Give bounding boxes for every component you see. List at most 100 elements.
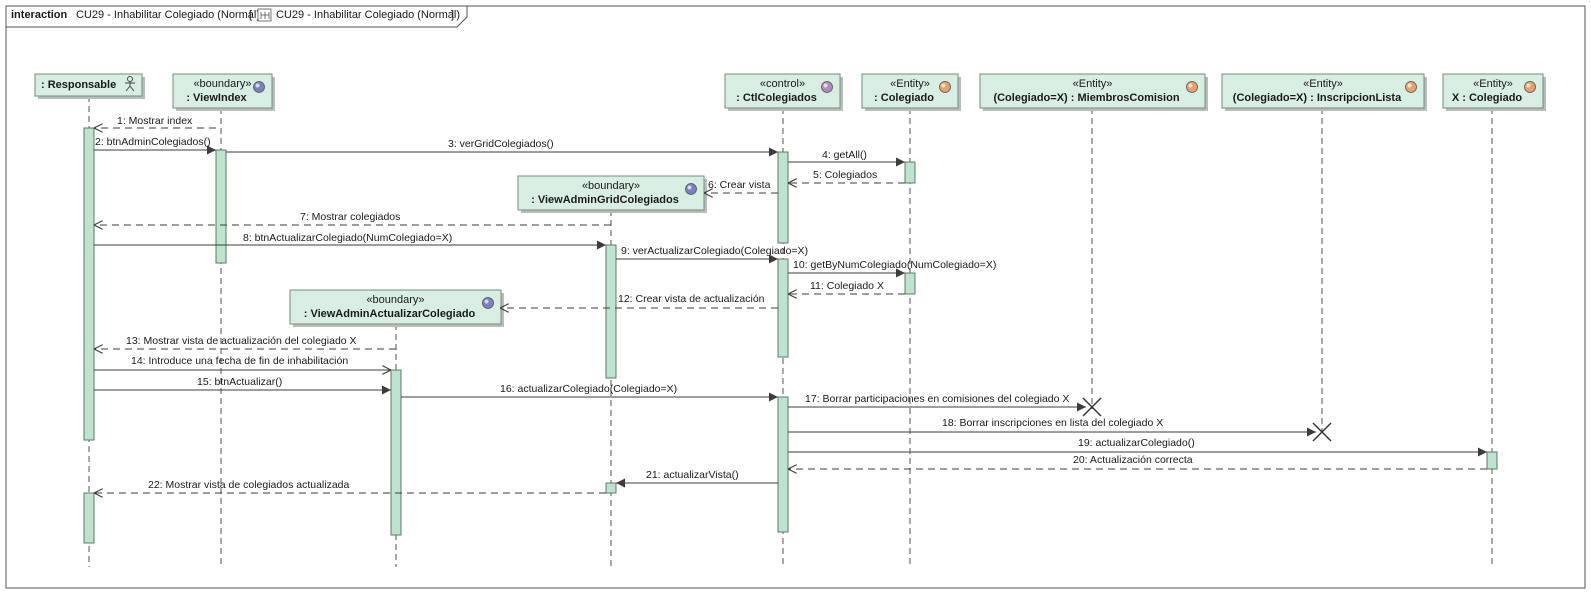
lifeline-stereotype: «boundary» — [193, 78, 251, 90]
message-8: 8: btnActualizarColegiado(NumColegiado=X… — [94, 232, 606, 250]
lifeline-miembros: «Entity» (Colegiado=X) : MiembrosComision — [979, 73, 1208, 409]
boundary-icon — [685, 183, 697, 195]
entity-icon — [939, 81, 951, 93]
lifeline-stereotype: «boundary» — [366, 294, 424, 306]
message-label: 9: verActualizarColegiado(Colegiado=X) — [621, 245, 808, 257]
message-label: 2: btnAdminColegiados() — [95, 136, 211, 148]
message-label: 12: Crear vista de actualización — [618, 293, 765, 305]
interaction-ref-icon — [257, 8, 272, 22]
message-14: 14: Introduce una fecha de fin de inhabi… — [94, 355, 391, 370]
activation-bar — [777, 151, 789, 244]
message-label: 10: getByNumColegiado(NumColegiado=X) — [793, 259, 996, 271]
message-label: 4: getAll() — [822, 149, 867, 161]
message-16: 16: actualizarColegiado(Colegiado=X) — [401, 383, 778, 402]
activation-bar — [904, 161, 916, 184]
message-label: 11: Colegiado X — [810, 280, 884, 292]
frame-ref-title: CU29 - Inhabilitar Colegiado (Normal) — [276, 9, 460, 21]
message-11: 11: Colegiado X — [788, 280, 905, 294]
lifelines: : Responsable «boundary» : ViewIndex «bound… — [34, 73, 1546, 567]
activation-bar — [215, 149, 227, 264]
activation-bar — [777, 396, 789, 533]
activation-bars — [83, 127, 1498, 544]
message-6: 6: Crear vista — [704, 179, 778, 193]
lifeline-stereotype: «Entity» — [1073, 78, 1113, 90]
message-label: 1: Mostrar index — [117, 115, 193, 127]
actor-icon — [125, 76, 135, 92]
message-label: 14: Introduce una fecha de fin de inhabi… — [131, 355, 348, 367]
message-18: 18: Borrar inscripciones en lista del co… — [788, 417, 1316, 437]
lifeline-box — [724, 73, 841, 109]
message-13: 13: Mostrar vista de actualización del c… — [94, 335, 396, 349]
lifeline-box — [289, 289, 502, 325]
messages: 1: Mostrar index 2: btnAdminColegiados() 3… — [94, 115, 1487, 493]
lifeline-stereotype: «Entity» — [1473, 78, 1513, 90]
activation-bar — [83, 492, 95, 544]
message-label: 15: btnActualizar() — [197, 376, 282, 388]
lifeline-name: : Responsable — [41, 79, 116, 91]
message-label: 22: Mostrar vista de colegiados actualiz… — [148, 479, 350, 491]
entity-icon — [1524, 81, 1536, 93]
lifeline-name: : ViewIndex — [186, 92, 247, 104]
lifeline-name: : Colegiado — [874, 92, 934, 104]
message-20: 20: Actualización correcta — [788, 454, 1487, 469]
message-label: 18: Borrar inscripciones en lista del co… — [942, 417, 1163, 429]
message-label: 17: Borrar participaciones en comisiones… — [805, 393, 1069, 405]
entity-icon — [1405, 81, 1417, 93]
destroy-x-icon — [1082, 397, 1102, 417]
lifeline-stereotype: «boundary» — [582, 180, 640, 192]
lifeline-name: : ViewAdminGridColegiados — [531, 194, 679, 206]
destroy-x-icon — [1312, 422, 1332, 442]
activation-bar — [904, 272, 916, 295]
message-17: 17: Borrar participaciones en comisiones… — [788, 393, 1086, 412]
message-12: 12: Crear vista de actualización — [500, 293, 778, 308]
activation-bar — [605, 482, 617, 494]
lifeline-vaact: «boundary» : ViewAdminActualizarColegiado — [289, 289, 504, 567]
lifeline-vagrid: «boundary» : ViewAdminGridColegiados — [517, 175, 707, 567]
message-15: 15: btnActualizar() — [94, 376, 391, 395]
lifeline-name: : ViewAdminActualizarColegiado — [304, 308, 476, 320]
activation-bar — [777, 258, 789, 358]
boundary-icon — [482, 297, 494, 309]
frame-bracket-close: ] — [451, 9, 454, 21]
activation-bar — [390, 369, 402, 536]
entity-icon — [1186, 81, 1198, 93]
lifeline-name: X : Colegiado — [1452, 92, 1523, 104]
frame-keyword: interaction — [11, 9, 68, 21]
message-9: 9: verActualizarColegiado(Colegiado=X) — [616, 245, 808, 264]
message-22: 22: Mostrar vista de colegiados actualiz… — [94, 479, 606, 493]
lifeline-colegiado: «Entity» : Colegiado — [861, 73, 961, 567]
message-10: 10: getByNumColegiado(NumColegiado=X) — [788, 259, 996, 278]
message-5: 5: Colegiados — [788, 169, 905, 183]
lifeline-box — [1442, 73, 1544, 109]
message-4: 4: getAll() — [788, 149, 905, 167]
message-label: 19: actualizarColegiado() — [1078, 437, 1195, 449]
message-19: 19: actualizarColegiado() — [788, 437, 1487, 457]
boundary-icon — [253, 81, 265, 93]
frame-title: CU29 - Inhabilitar Colegiado (Normal) — [76, 9, 260, 21]
message-2: 2: btnAdminColegiados() — [94, 136, 216, 155]
lifeline-stereotype: «Entity» — [890, 78, 930, 90]
lifeline-xcolegiado: «Entity» X : Colegiado — [1442, 73, 1546, 567]
message-3: 3: verGridColegiados() — [226, 138, 778, 157]
message-label: 21: actualizarVista() — [646, 469, 739, 481]
lifeline-stereotype: «control» — [760, 78, 805, 90]
message-label: 6: Crear vista — [708, 179, 771, 191]
activation-bar — [1486, 451, 1498, 470]
lifeline-box — [979, 73, 1206, 109]
lifeline-name: (Colegiado=X) : MiembrosComision — [993, 92, 1179, 104]
lifeline-name: (Colegiado=X) : InscripcionLista — [1233, 92, 1402, 104]
lifeline-name: : CtlColegiados — [736, 92, 817, 104]
activation-bar — [605, 244, 617, 379]
message-label: 20: Actualización correcta — [1073, 454, 1193, 466]
frame-bracket-open: [ — [249, 9, 252, 21]
message-1: 1: Mostrar index — [94, 115, 216, 128]
lifeline-box — [517, 175, 705, 211]
lifeline-box — [34, 73, 143, 97]
lifeline-stereotype: «Entity» — [1303, 78, 1343, 90]
message-label: 8: btnActualizarColegiado(NumColegiado=X… — [243, 232, 452, 244]
message-label: 3: verGridColegiados() — [448, 138, 554, 150]
lifeline-box — [1221, 73, 1425, 109]
message-label: 16: actualizarColegiado(Colegiado=X) — [500, 383, 677, 395]
message-label: 5: Colegiados — [813, 169, 877, 181]
